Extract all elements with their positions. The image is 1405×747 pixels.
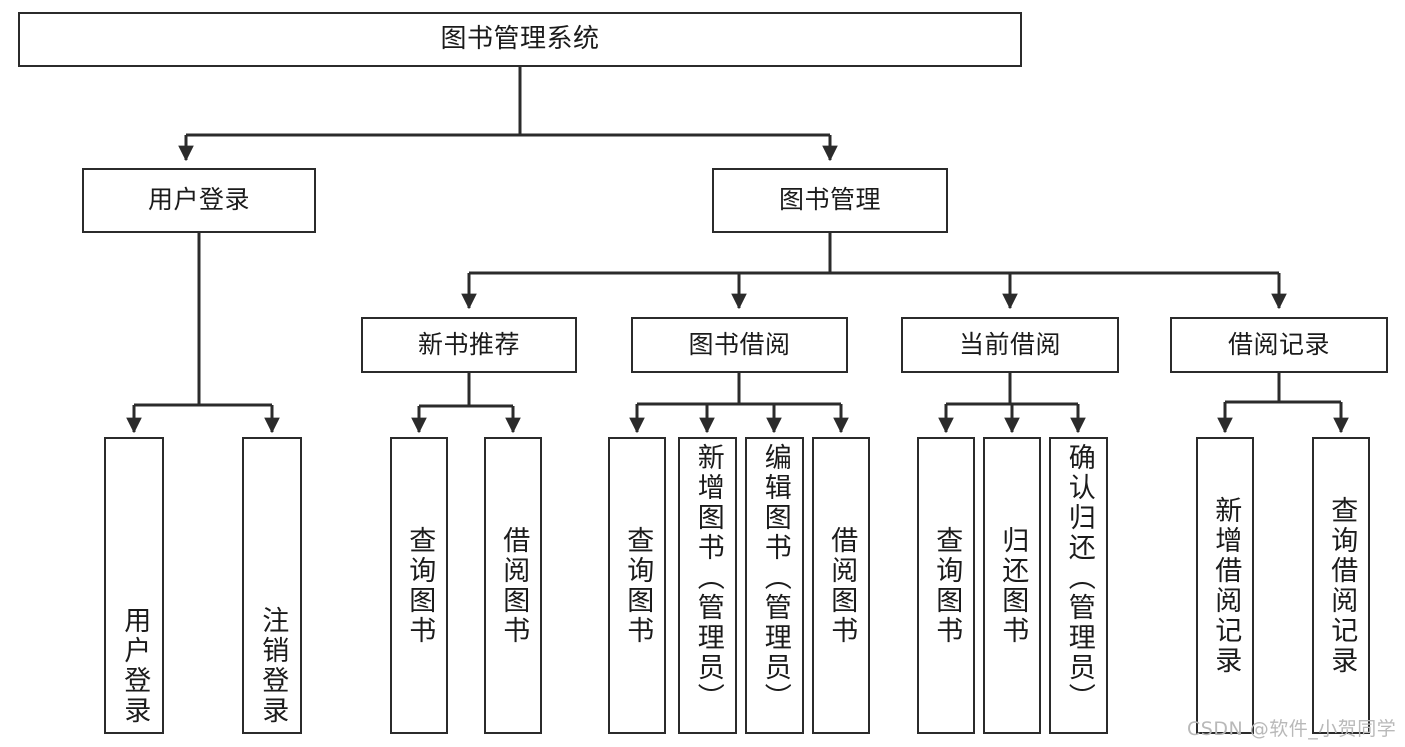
leaf-borrow-book-1[interactable]: 借阅图书	[484, 437, 542, 734]
leaf-query-book-1[interactable]: 查询图书	[390, 437, 448, 734]
leaf-return-book[interactable]: 归还图书	[983, 437, 1041, 734]
leaf-query-record-label: 查询借阅记录	[1326, 495, 1358, 676]
node-user-login[interactable]: 用户登录	[82, 168, 316, 233]
node-book-management[interactable]: 图书管理	[712, 168, 948, 233]
leaf-add-book[interactable]: 新增图书（管理员）	[678, 437, 737, 734]
leaf-borrow-book-1-label: 借阅图书	[498, 525, 530, 646]
node-borrow-record[interactable]: 借阅记录	[1170, 317, 1388, 373]
leaf-query-book-2-label: 查询图书	[622, 525, 654, 646]
leaf-logout[interactable]: 注销登录	[242, 437, 302, 734]
leaf-query-book-2[interactable]: 查询图书	[608, 437, 666, 734]
node-book-management-label: 图书管理	[778, 185, 881, 215]
leaf-user-login[interactable]: 用户登录	[104, 437, 164, 734]
leaf-borrow-book-2[interactable]: 借阅图书	[812, 437, 870, 734]
node-new-book-recommend-label: 新书推荐	[417, 329, 520, 359]
node-user-login-label: 用户登录	[147, 185, 250, 215]
leaf-logout-label: 注销登录	[257, 606, 289, 726]
node-borrow-record-label: 借阅记录	[1227, 329, 1330, 359]
leaf-borrow-book-2-label: 借阅图书	[826, 525, 858, 646]
node-current-borrow-label: 当前借阅	[958, 329, 1061, 359]
node-book-borrow-label: 图书借阅	[688, 329, 791, 359]
leaf-confirm-return-label: 确认归还（管理员）	[1063, 443, 1095, 713]
leaf-edit-book[interactable]: 编辑图书（管理员）	[745, 437, 804, 734]
leaf-query-book-3[interactable]: 查询图书	[917, 437, 975, 734]
leaf-user-login-label: 用户登录	[119, 606, 151, 726]
node-current-borrow[interactable]: 当前借阅	[901, 317, 1119, 373]
leaf-confirm-return[interactable]: 确认归还（管理员）	[1049, 437, 1108, 734]
node-root[interactable]: 图书管理系统	[18, 12, 1022, 67]
node-book-borrow[interactable]: 图书借阅	[631, 317, 848, 373]
leaf-return-book-label: 归还图书	[997, 525, 1029, 646]
node-root-label: 图书管理系统	[440, 23, 600, 54]
node-new-book-recommend[interactable]: 新书推荐	[361, 317, 577, 373]
leaf-query-book-3-label: 查询图书	[931, 525, 963, 646]
csdn-watermark: CSDN @软件_小贺同学	[1187, 718, 1397, 740]
leaf-add-record-label: 新增借阅记录	[1210, 495, 1242, 676]
leaf-query-record[interactable]: 查询借阅记录	[1312, 437, 1370, 734]
leaf-add-record[interactable]: 新增借阅记录	[1196, 437, 1254, 734]
leaf-add-book-label: 新增图书（管理员）	[692, 443, 724, 713]
leaf-edit-book-label: 编辑图书（管理员）	[759, 443, 791, 713]
leaf-query-book-1-label: 查询图书	[404, 525, 436, 646]
